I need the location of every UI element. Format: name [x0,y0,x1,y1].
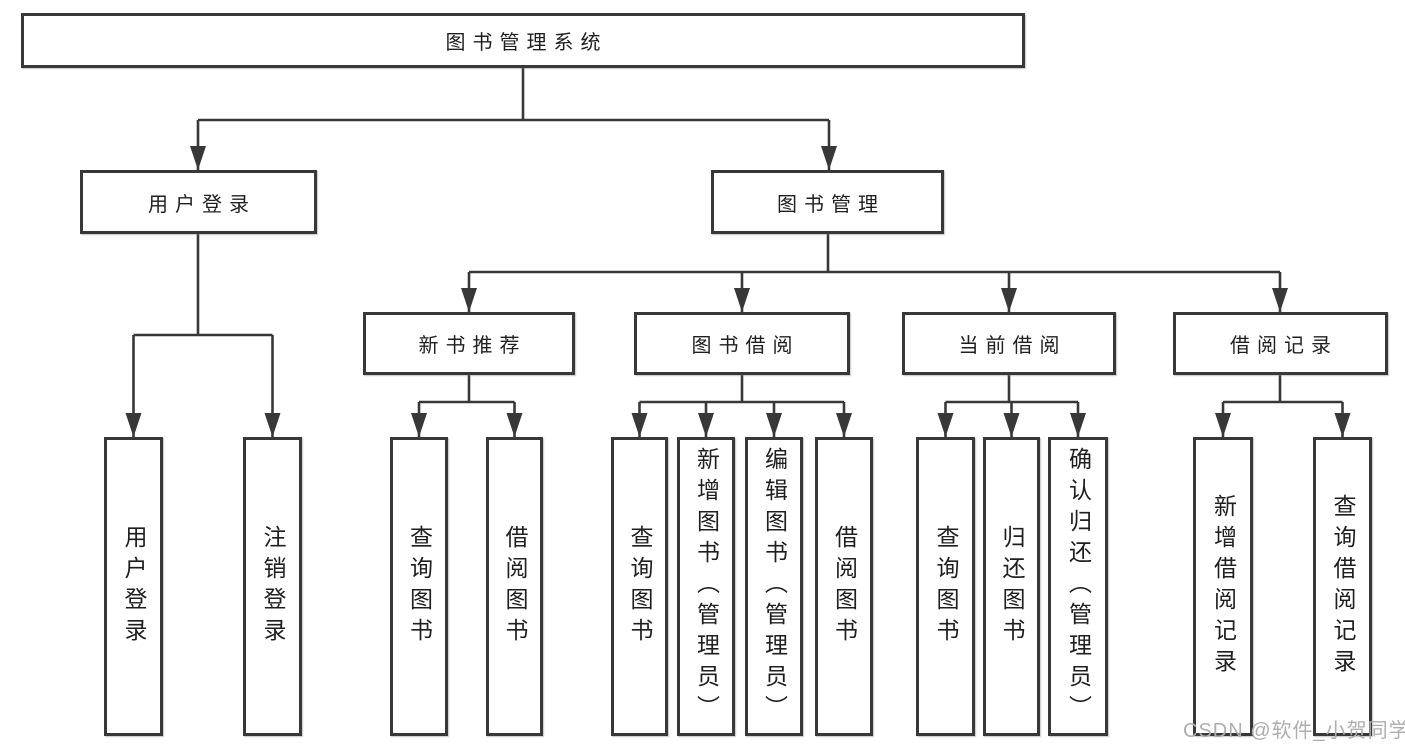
leaf-recommend-query-books-label: 查询图书 [406,524,433,649]
leaf-add-borrow-record: 新增借阅记录 [1193,437,1253,736]
leaf-current-query-books: 查询图书 [916,437,975,736]
leaf-edit-books-admin: 编辑图书（管理员） [745,437,803,736]
leaf-borrow-books: 借阅图书 [815,437,873,736]
leaf-return-books: 归还图书 [983,437,1040,736]
leaf-add-books-admin-label: 新增图书（管理员） [693,447,720,726]
leaf-logout: 注销登录 [243,437,302,736]
node-library-system: 图书管理系统 [21,13,1025,68]
leaf-borrow-query-books: 查询图书 [611,437,668,736]
leaf-borrow-books-label: 借阅图书 [831,524,858,649]
leaf-recommend-borrow-books-label: 借阅图书 [502,524,528,649]
csdn-watermark: CSDN @软件_小贺同学 [1183,720,1405,742]
node-current-borrow: 当前借阅 [902,312,1116,375]
leaf-current-query-books-label: 查询图书 [933,524,959,649]
node-user-login: 用户登录 [80,170,317,234]
node-borrow-records: 借阅记录 [1173,312,1388,375]
node-library-system-label: 图书管理系统 [445,32,608,54]
leaf-user-login-label: 用户登录 [121,524,147,649]
leaf-user-login: 用户登录 [104,437,163,736]
node-book-management: 图书管理 [711,170,944,234]
leaf-logout-label: 注销登录 [260,524,286,649]
leaf-edit-books-admin-label: 编辑图书（管理员） [761,447,788,726]
node-book-borrow: 图书借阅 [634,312,850,375]
leaf-query-borrow-record-label: 查询借阅记录 [1330,493,1356,680]
leaf-confirm-return-admin: 确认归还（管理员） [1048,437,1108,736]
leaf-recommend-borrow-books: 借阅图书 [486,437,543,736]
node-current-borrow-label: 当前借阅 [958,335,1067,357]
leaf-query-borrow-record: 查询借阅记录 [1313,437,1372,736]
leaf-add-books-admin: 新增图书（管理员） [677,437,735,736]
leaf-borrow-query-books-label: 查询图书 [627,524,653,649]
leaf-confirm-return-admin-label: 确认归还（管理员） [1065,447,1092,726]
node-book-borrow-label: 图书借阅 [691,335,800,357]
node-book-management-label: 图书管理 [777,193,885,216]
node-new-book-recommend-label: 新书推荐 [418,335,527,357]
node-user-login-label: 用户登录 [148,193,256,216]
node-new-book-recommend: 新书推荐 [363,312,575,375]
leaf-return-books-label: 归还图书 [999,524,1025,649]
leaf-recommend-query-books: 查询图书 [390,437,448,736]
node-borrow-records-label: 借阅记录 [1230,335,1338,357]
leaf-add-borrow-record-label: 新增借阅记录 [1210,493,1237,680]
